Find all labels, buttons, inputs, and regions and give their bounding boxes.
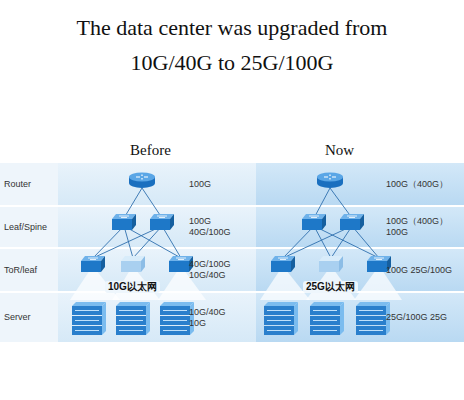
layer-band: Router 100G 100G（400G） xyxy=(0,163,464,205)
band-fills xyxy=(0,163,464,342)
network-label: 10G以太网 xyxy=(105,281,160,293)
speed-spec: 25G/100G 25G xyxy=(386,312,456,323)
layer-band: Leaf/Spine 100G 40G/100G 100G（400G） 100G xyxy=(0,207,464,247)
speed-spec: 100G（400G） 100G xyxy=(386,216,456,238)
router-icons xyxy=(129,173,343,189)
layer-band: ToR/leaf 40G/100G 10G/40G 100G 25G/100G xyxy=(0,249,464,291)
column-header: Before xyxy=(130,141,171,159)
diagram-title: The data center was upgraded from 10G/40… xyxy=(40,10,424,80)
layer-name: Server xyxy=(4,312,56,323)
column-header: Now xyxy=(325,141,354,159)
speed-spec: 100G（400G） xyxy=(386,179,456,190)
speed-spec: 10G/40G 10G xyxy=(189,307,239,329)
layer-name: ToR/leaf xyxy=(4,265,56,276)
links xyxy=(93,188,379,258)
beams xyxy=(70,270,402,300)
network-label: 25G以太网 xyxy=(303,281,358,293)
layer-name: Leaf/Spine xyxy=(4,222,56,233)
speed-spec: 40G/100G 10G/40G xyxy=(189,259,239,281)
speed-spec: 100G 40G/100G xyxy=(189,216,239,238)
layer-name: Router xyxy=(4,179,56,190)
speed-spec: 100G 25G/100G xyxy=(386,265,456,276)
layer-band: Server 10G/40G 10G 25G/100G 25G xyxy=(0,293,464,342)
server-icons xyxy=(72,302,390,335)
speed-spec: 100G xyxy=(189,179,239,190)
switch-icons xyxy=(81,214,391,272)
